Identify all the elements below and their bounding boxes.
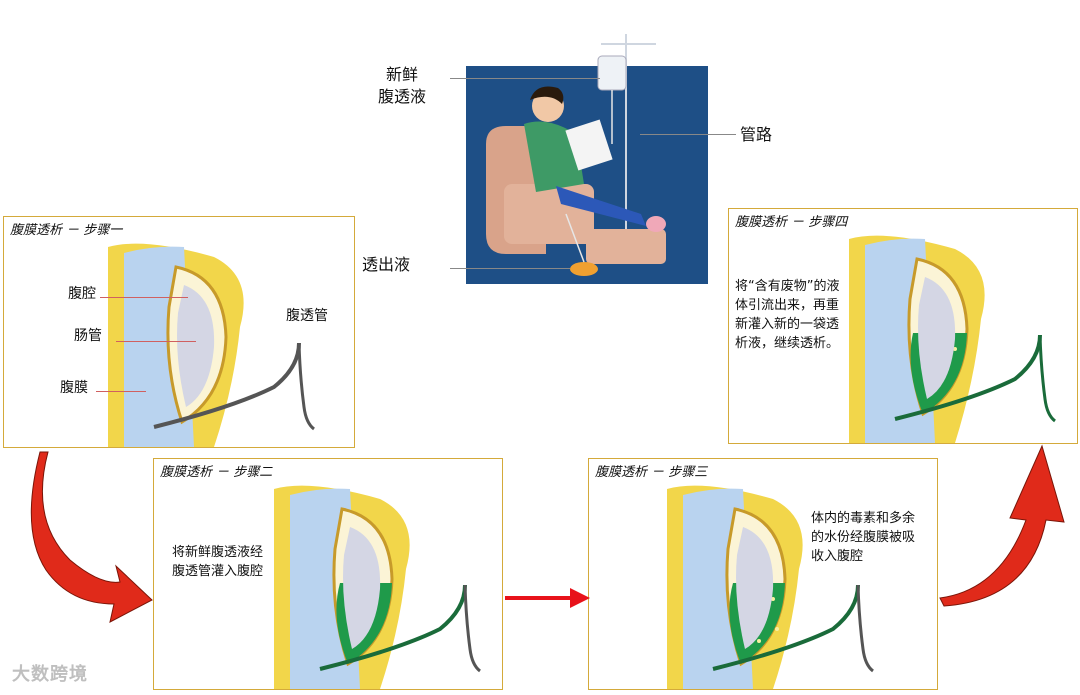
step-three-anatomy [667,485,874,689]
fresh-fluid-leader [450,78,600,79]
step-four-description: 将“含有废物”的液 体引流出来，再重 新灌入新的一袋透 析液，继续透析。 [735,279,840,351]
arrow-step3-to-step4 [939,444,1065,607]
cavity-leader [100,297,188,298]
peritoneum-label: 腹膜 [60,380,88,396]
peritoneum-leader [96,391,146,392]
outflow-label: 透出液 [362,255,411,274]
arrow-step1-to-step2 [30,451,153,623]
step-three-panel: 腹膜透析 － 步骤三 体内的毒素和多余 的水份经腹膜被吸 收入腹腔 [588,458,938,690]
patient-scene [466,34,708,284]
step-three-title: 腹膜透析 － 步骤三 [595,465,708,480]
intestine-leader [116,341,196,342]
catheter-label: 腹透管 [286,308,328,324]
fresh-fluid-label: 新鲜 腹透液 [378,65,427,106]
step-one-title: 腹膜透析 － 步骤一 [10,223,123,238]
step-one-panel: 腹膜透析 － 步骤一 腹腔 肠管 腹膜 腹透管 [3,216,355,448]
step-three-description: 体内的毒素和多余 的水份经腹膜被吸 收入腹腔 [811,511,916,564]
watermark: 大数跨境 [12,664,88,685]
step-two-anatomy [274,485,481,689]
step-two-title: 腹膜透析 － 步骤二 [160,465,273,480]
step-four-anatomy [849,235,1056,443]
cavity-label: 腹腔 [68,286,96,302]
patient-illustration [466,34,708,286]
step-four-title: 腹膜透析 － 步骤四 [735,215,848,230]
intestine-label: 肠管 [74,328,102,344]
step-two-description: 将新鲜腹透液经 腹透管灌入腹腔 [172,545,264,579]
step-two-panel: 腹膜透析 － 步骤二 将新鲜腹透液经 腹透管灌入腹腔 [153,458,503,690]
outflow-leader [450,268,570,269]
step-one-anatomy [108,243,315,447]
step-four-panel: 腹膜透析 － 步骤四 将“含有废物”的液 体引流出来，再重 新灌入新的一袋透 析… [728,208,1078,444]
tubing-label: 管路 [740,125,773,144]
tubing-leader [640,134,736,135]
